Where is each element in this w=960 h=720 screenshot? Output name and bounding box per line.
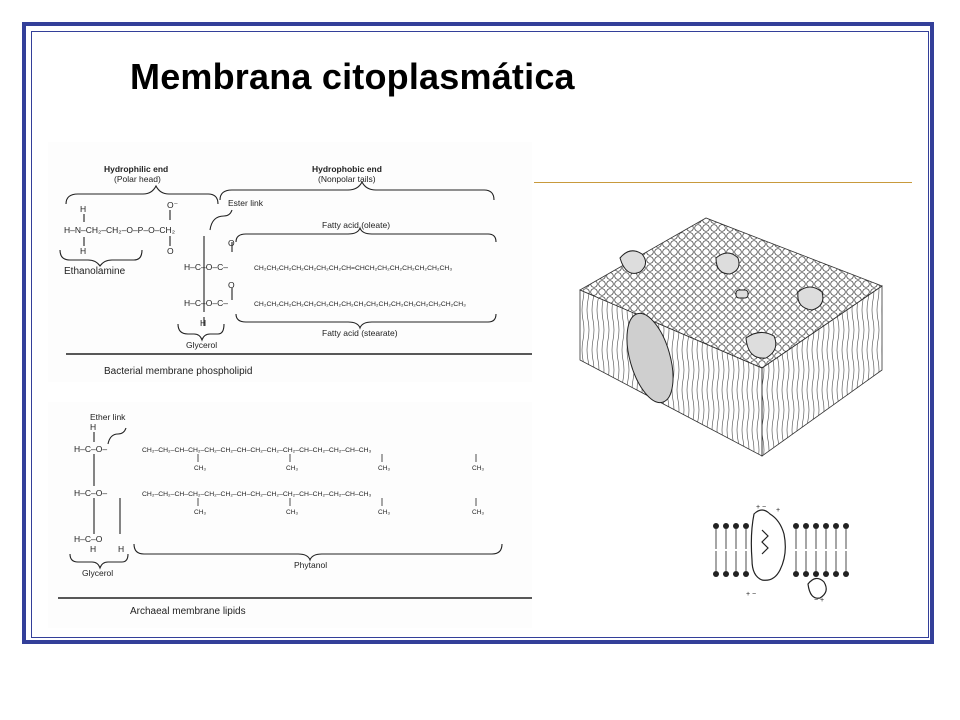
svg-text:CH₃: CH₃ bbox=[194, 509, 206, 516]
membrane-bilayer-3d-illustration bbox=[566, 200, 900, 460]
svg-text:H: H bbox=[200, 318, 206, 328]
svg-text:CH₃: CH₃ bbox=[378, 465, 390, 472]
oleate-chain: CH₂CH₂CH₂CH₂CH₂CH₂CH₂CH=CHCH₂CH₂CH₂CH₂CH… bbox=[254, 265, 452, 272]
hydrophobic-brace bbox=[219, 180, 495, 201]
bilayer-2d-svg: + − + + − − + bbox=[713, 504, 849, 604]
svg-text:CH₃: CH₃ bbox=[286, 509, 298, 516]
svg-text:O: O bbox=[228, 238, 235, 248]
polar-head-formula: H–N–CH₂–CH₂–O–P–O–CH₂ bbox=[64, 225, 175, 235]
svg-text:+ −: + − bbox=[756, 504, 766, 511]
stearate-brace bbox=[235, 313, 497, 330]
hydrophilic-label: Hydrophilic end bbox=[104, 164, 168, 174]
surface-protein-1 bbox=[619, 250, 646, 274]
glycerol-brace bbox=[177, 323, 225, 342]
oleate-label: Fatty acid (oleate) bbox=[322, 220, 390, 230]
channel-protein bbox=[750, 509, 827, 599]
svg-text:− +: − + bbox=[814, 597, 824, 604]
svg-text:CH₃: CH₃ bbox=[194, 465, 206, 472]
hydrophobic-label: Hydrophobic end bbox=[312, 164, 382, 174]
svg-text:CH₃: CH₃ bbox=[472, 509, 484, 516]
svg-text:O⁻: O⁻ bbox=[167, 200, 179, 210]
methyl-groups: CH₃ CH₃ CH₃ CH₃ CH₃ CH₃ CH₃ CH₃ bbox=[194, 465, 484, 516]
svg-text:H: H bbox=[118, 544, 124, 554]
svg-text:H–C–O–: H–C–O– bbox=[74, 444, 107, 454]
slide-frame-inner bbox=[31, 31, 929, 638]
svg-text:CH₃: CH₃ bbox=[378, 509, 390, 516]
phytanol-brace bbox=[133, 543, 503, 562]
glycerol-label: Glycerol bbox=[186, 340, 217, 350]
membrane-bilayer-cross-section: + − + + − − + bbox=[706, 500, 862, 604]
hydrophilic-brace bbox=[65, 184, 219, 205]
archaeal-caption: Archaeal membrane lipids bbox=[130, 606, 246, 617]
svg-text:H: H bbox=[90, 544, 96, 554]
ethanolamine-brace bbox=[59, 249, 143, 267]
oleate-brace bbox=[235, 226, 497, 243]
svg-text:H–C–O–C–: H–C–O–C– bbox=[184, 298, 228, 308]
surface-protein-3 bbox=[797, 286, 824, 311]
upper-leaflet-heads bbox=[713, 523, 849, 529]
svg-text:O: O bbox=[167, 246, 174, 256]
ester-brace bbox=[209, 209, 233, 231]
svg-text:O: O bbox=[228, 280, 235, 290]
lower-leaflet-heads bbox=[713, 571, 849, 577]
stearate-chain: CH₂CH₂CH₂CH₂CH₂CH₂CH₂CH₂CH₂CH₂CH₂CH₂CH₂C… bbox=[254, 301, 466, 308]
glycerol-label-archaeal: Glycerol bbox=[82, 568, 113, 578]
phytanol-label: Phytanol bbox=[294, 560, 327, 570]
bacterial-phospholipid-panel: Hydrophilic end (Polar head) Hydrophobic… bbox=[48, 142, 532, 382]
archaeal-chain-1: CH₂–CH₂–CH–CH₂–CH₂–CH₂–CH–CH₂–CH₂–CH₂–CH… bbox=[142, 447, 372, 454]
hydrophilic-sublabel: (Polar head) bbox=[114, 174, 161, 184]
surface-protein-5 bbox=[735, 289, 749, 299]
accent-rule bbox=[534, 182, 912, 183]
svg-text:H: H bbox=[80, 246, 86, 256]
svg-text:H–C–O–C–: H–C–O–C– bbox=[184, 262, 228, 272]
bacterial-phospholipid-diagram: Hydrophilic end (Polar head) Hydrophobic… bbox=[59, 164, 532, 377]
bilayer-3d-svg bbox=[579, 217, 883, 457]
ester-link-label: Ester link bbox=[228, 198, 264, 208]
svg-text:CH₃: CH₃ bbox=[472, 465, 484, 472]
surface-protein-4 bbox=[745, 332, 777, 359]
hydrophobic-sublabel: (Nonpolar tails) bbox=[318, 174, 376, 184]
slide-frame-outer bbox=[22, 22, 934, 644]
lipid-tails bbox=[715, 529, 847, 571]
svg-text:H–C–O: H–C–O bbox=[74, 534, 103, 544]
ether-brace bbox=[107, 427, 127, 445]
archaeal-chain-2: CH₂–CH₂–CH–CH₂–CH₂–CH₂–CH–CH₂–CH₂–CH₂–CH… bbox=[142, 491, 372, 498]
svg-text:+ −: + − bbox=[746, 591, 756, 598]
svg-text:+: + bbox=[776, 507, 780, 514]
stearate-label: Fatty acid (stearate) bbox=[322, 328, 398, 338]
bilayer-side-right bbox=[761, 285, 883, 457]
slide-title: Membrana citoplasmática bbox=[130, 56, 575, 97]
glycerol-brace-archaeal bbox=[69, 553, 129, 570]
archaeal-lipid-diagram: Ether link H H–C–O– CH₂–CH₂–CH–CH₂–CH₂–C… bbox=[58, 412, 532, 617]
surface-protein-2 bbox=[715, 252, 740, 275]
bacterial-caption: Bacterial membrane phospholipid bbox=[104, 366, 252, 377]
svg-text:H: H bbox=[80, 204, 86, 214]
svg-text:CH₃: CH₃ bbox=[286, 465, 298, 472]
transmembrane-protein bbox=[626, 312, 674, 404]
archaeal-lipid-panel: Ether link H H–C–O– CH₂–CH₂–CH–CH₂–CH₂–C… bbox=[48, 402, 532, 628]
ethanolamine-label: Ethanolamine bbox=[64, 266, 126, 277]
svg-text:H: H bbox=[90, 422, 96, 432]
svg-text:H–C–O–: H–C–O– bbox=[74, 488, 107, 498]
ether-link-label: Ether link bbox=[90, 412, 126, 422]
